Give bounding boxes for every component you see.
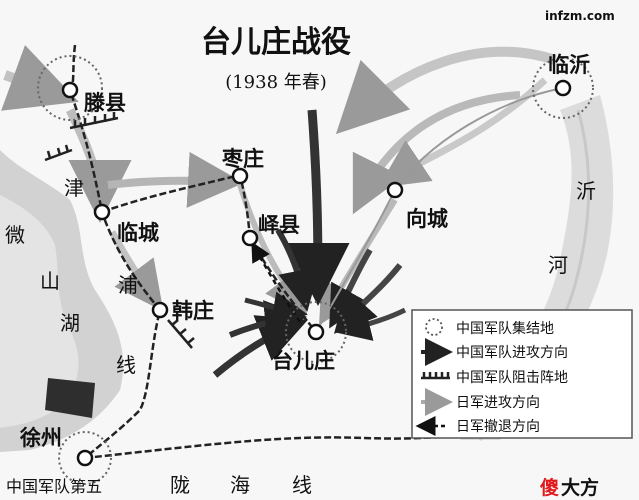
place-yixian: 峄县 xyxy=(258,213,300,237)
label-weishan-3: 湖 xyxy=(60,311,80,335)
town-marker-linyi xyxy=(554,79,572,97)
label-weishan-1: 微 xyxy=(5,223,25,247)
assembly-circle-tengxian xyxy=(37,55,103,121)
place-taierzhuang: 台儿庄 xyxy=(272,349,335,373)
legend-label-2: 中国军队阻击阵地 xyxy=(456,370,568,386)
place-hanzhuang: 韩庄 xyxy=(172,299,214,323)
yi-river xyxy=(460,95,614,440)
watermark: 傻 大方 xyxy=(540,476,599,499)
town-markers xyxy=(61,79,572,467)
place-xuzhou: 徐州 xyxy=(19,426,62,450)
place-xiangcheng: 向城 xyxy=(406,207,448,231)
watermark-red-char: 傻 xyxy=(540,476,559,499)
assembly-circle-taierzhuang xyxy=(285,301,347,363)
label-longhai-3: 线 xyxy=(292,473,312,497)
map-subtitle: (1938 年春) xyxy=(225,72,327,93)
legend-symbol-dotted-circle xyxy=(425,318,443,336)
label-longhai-1: 陇 xyxy=(170,473,190,497)
legend-label-1: 中国军队进攻方向 xyxy=(456,345,568,361)
blocking-positions xyxy=(44,112,195,349)
watermark-rest: 大方 xyxy=(561,476,599,499)
label-jinpu-1: 津 xyxy=(64,176,84,200)
town-marker-taierzhuang xyxy=(307,323,325,341)
assembly-circle-xuzhou xyxy=(58,431,112,485)
label-yihe-2: 河 xyxy=(548,253,568,277)
label-jinpu-2: 浦 xyxy=(118,273,138,297)
map-legend: 中国军队集结地 中国军队进攻方向 中国军队阻击阵地 日军进攻方向 日军撤退方向 xyxy=(411,309,633,439)
town-marker-xuzhou xyxy=(76,449,94,467)
place-zaozhuang: 枣庄 xyxy=(221,147,264,171)
legend-label-3: 日军进攻方向 xyxy=(456,395,540,411)
place-linyi: 临沂 xyxy=(548,53,590,77)
bottom-note: 中国军队第五 xyxy=(6,477,102,496)
label-weishan-2: 山 xyxy=(40,269,60,293)
town-marker-zaozhuang xyxy=(231,167,249,185)
weishan-lake-inner xyxy=(0,195,79,428)
label-yihe-1: 沂 xyxy=(576,179,596,203)
place-tengxian: 滕县 xyxy=(84,91,126,115)
town-marker-lincheng xyxy=(93,203,111,221)
label-longhai-2: 海 xyxy=(230,473,250,497)
legend-label-4: 日军撤退方向 xyxy=(456,419,540,435)
zaozhuang-branch xyxy=(101,173,317,333)
assembly-circle-linyi xyxy=(532,57,594,119)
town-marker-hanzhuang xyxy=(151,301,169,319)
legend-label-0: 中国军队集结地 xyxy=(456,320,554,337)
army-flag xyxy=(45,378,95,418)
town-marker-tengxian xyxy=(61,81,79,99)
town-marker-yixian xyxy=(241,229,259,247)
label-jinpu-3: 线 xyxy=(116,353,136,377)
source-mark: infzm.com xyxy=(545,9,615,23)
place-lincheng: 临城 xyxy=(117,221,159,245)
town-marker-xiangcheng xyxy=(386,181,404,199)
chinese-attack-arrows xyxy=(212,109,407,378)
legend-symbol-block-line xyxy=(421,372,450,380)
map-title: 台儿庄战役 xyxy=(201,25,351,60)
